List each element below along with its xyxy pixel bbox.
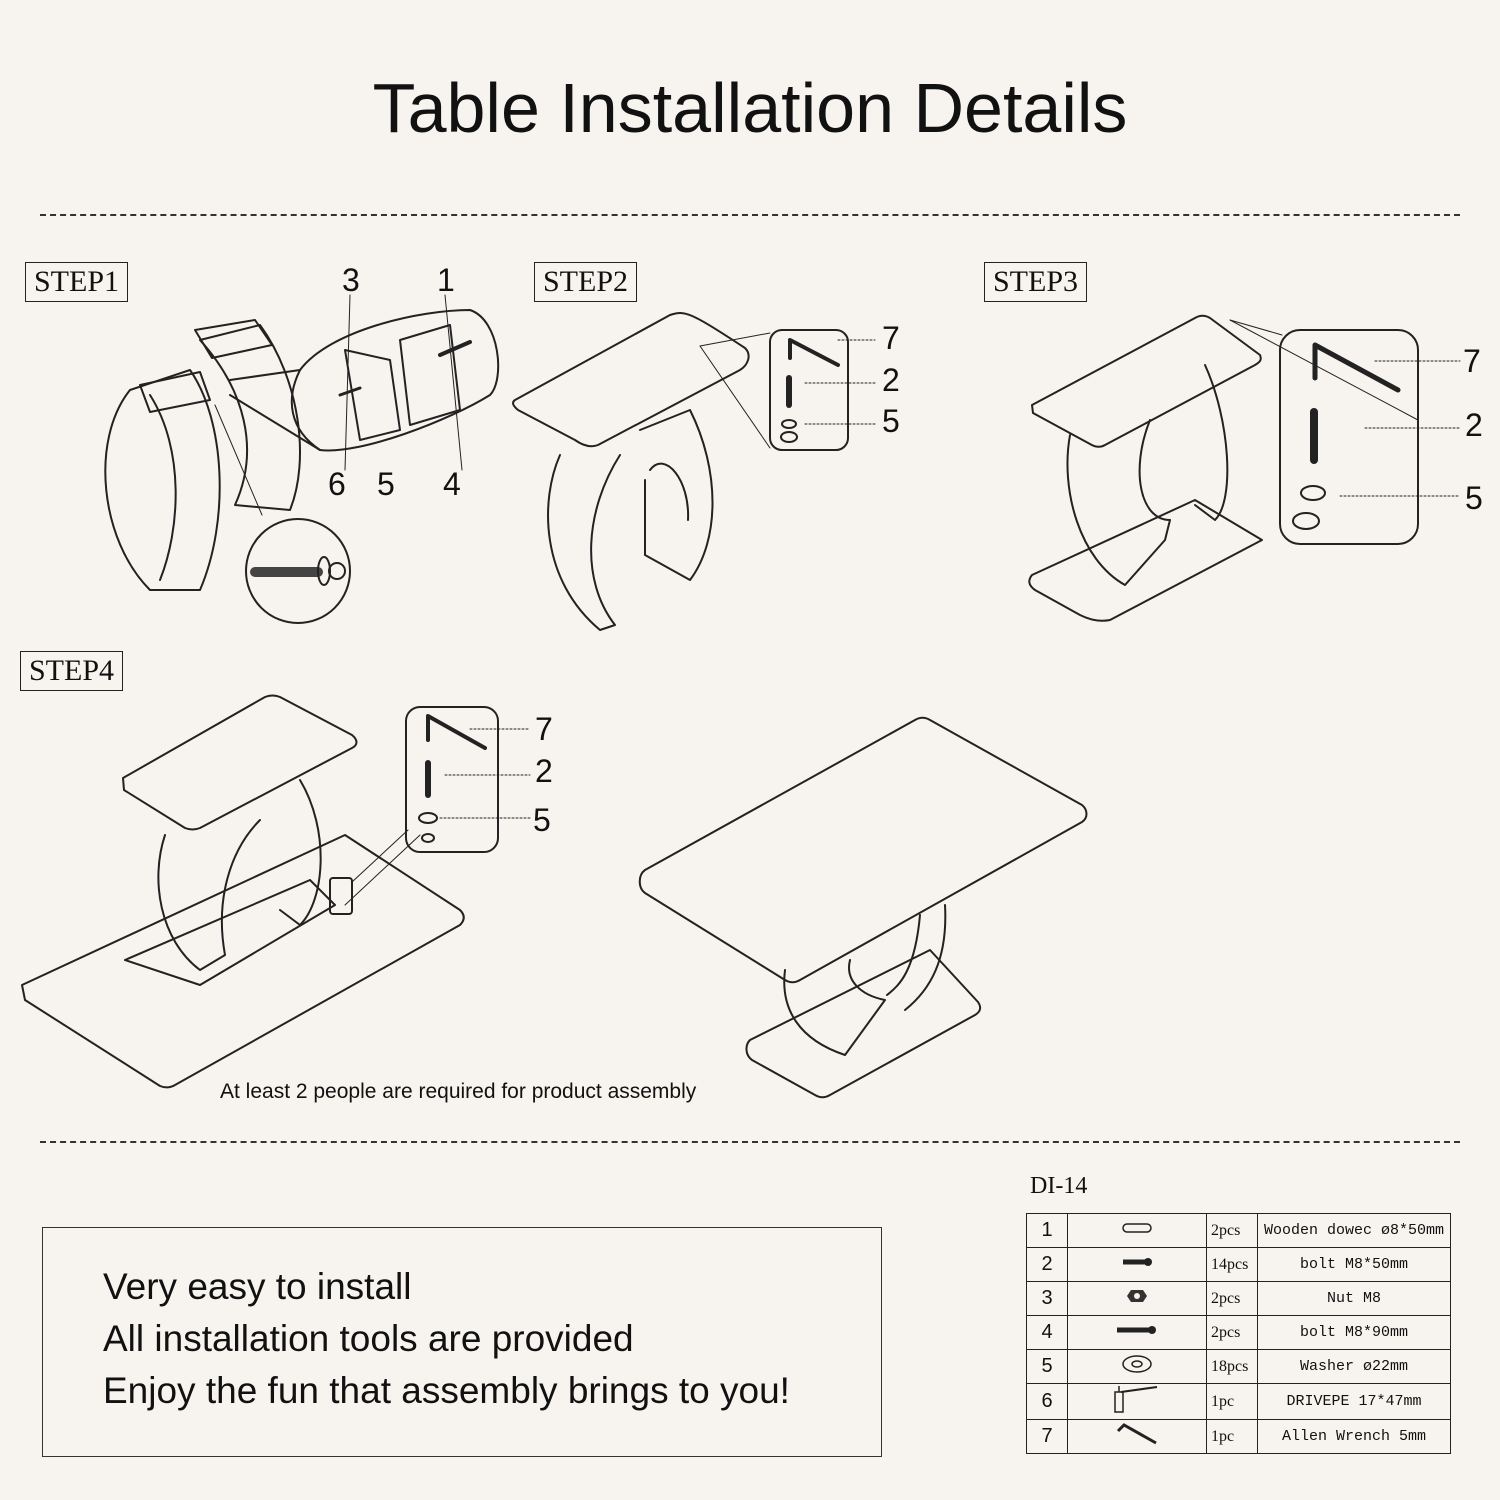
info-line: Very easy to install: [103, 1266, 412, 1307]
part-qty: 1pc: [1206, 1419, 1258, 1454]
part-desc: bolt M8*90mm: [1257, 1315, 1451, 1350]
info-line: All installation tools are provided: [103, 1318, 634, 1359]
step4-callout: 2: [535, 753, 553, 789]
step3-callout: 2: [1465, 407, 1483, 443]
nut-icon: [1127, 1290, 1147, 1302]
step4-callout: 5: [533, 802, 551, 838]
short-bolt-icon: [1123, 1258, 1152, 1266]
table-row: 3 2pcs Nut M8: [1026, 1281, 1451, 1316]
part-desc: bolt M8*50mm: [1257, 1247, 1451, 1282]
step1-callout: 1: [437, 262, 455, 298]
info-line: Enjoy the fun that assembly brings to yo…: [103, 1370, 790, 1411]
step3-label: STEP3: [984, 262, 1088, 302]
step1-bolt-zoom: [214, 404, 351, 624]
part-number: 6: [1026, 1383, 1068, 1420]
parts-table: 1 2pcs Wooden dowec ø8*50mm 2 14pcs bolt…: [1026, 1213, 1451, 1454]
part-qty: 1pc: [1206, 1383, 1258, 1420]
finished-table-drawing: [638, 716, 1088, 1099]
model-number: DI-14: [1030, 1173, 1088, 1199]
part-qty: 18pcs: [1206, 1349, 1258, 1384]
step1-callout: 3: [342, 262, 360, 298]
step3-callout: 7: [1463, 343, 1481, 379]
part-number: 7: [1026, 1419, 1068, 1454]
step3-drawing: [1028, 314, 1461, 622]
table-row: 1 2pcs Wooden dowec ø8*50mm: [1026, 1213, 1451, 1248]
step1-callout: 4: [443, 466, 461, 502]
part-number: 4: [1026, 1315, 1068, 1350]
step2-callout: 5: [882, 403, 900, 439]
bottom-divider: [40, 1141, 1460, 1143]
step1-callout: 6: [328, 466, 346, 502]
part-qty: 2pcs: [1206, 1213, 1258, 1248]
step4-label: STEP4: [20, 651, 124, 691]
step2-callout: 7: [882, 320, 900, 356]
part-qty: 2pcs: [1206, 1281, 1258, 1316]
part-desc: Wooden dowec ø8*50mm: [1257, 1213, 1451, 1248]
table-row: 7 1pc Allen Wrench 5mm: [1026, 1419, 1451, 1454]
dowel-icon: [1122, 1223, 1152, 1233]
part-number: 2: [1026, 1247, 1068, 1282]
page-title: Table Installation Details: [372, 69, 1128, 147]
part-qty: 14pcs: [1206, 1247, 1258, 1282]
step3-callout: 5: [1465, 480, 1483, 516]
part-qty: 2pcs: [1206, 1315, 1258, 1350]
step1-leg-left-drawing: [104, 319, 301, 591]
step2-callout: 2: [882, 362, 900, 398]
info-box: Very easy to install All installation to…: [42, 1227, 882, 1457]
step1-callout: 5: [377, 466, 395, 502]
top-divider: [40, 214, 1460, 216]
step4-callout: 7: [535, 711, 553, 747]
part-number: 3: [1026, 1281, 1068, 1316]
part-desc: Allen Wrench 5mm: [1257, 1419, 1451, 1454]
part-number: 5: [1026, 1349, 1068, 1384]
driver-icon: [1114, 1386, 1158, 1413]
long-bolt-icon: [1117, 1326, 1156, 1334]
step2-drawing: [512, 312, 876, 631]
table-row: 6 1pc DRIVEPE 17*47mm: [1026, 1383, 1451, 1420]
part-number: 1: [1026, 1213, 1068, 1248]
washer-icon: [1122, 1355, 1152, 1373]
part-desc: Washer ø22mm: [1257, 1349, 1451, 1384]
table-row: 4 2pcs bolt M8*90mm: [1026, 1315, 1451, 1350]
allen-wrench-icon: [1116, 1423, 1157, 1445]
table-row: 2 14pcs bolt M8*50mm: [1026, 1247, 1451, 1282]
step2-label: STEP2: [534, 262, 638, 302]
assembly-note: At least 2 people are required for produ…: [220, 1080, 697, 1103]
step1-label: STEP1: [25, 262, 129, 302]
table-row: 5 18pcs Washer ø22mm: [1026, 1349, 1451, 1384]
step1-detail-bubble: [229, 294, 500, 471]
part-desc: DRIVEPE 17*47mm: [1257, 1383, 1451, 1420]
step4-drawing: [21, 694, 531, 1089]
part-desc: Nut M8: [1257, 1281, 1451, 1316]
